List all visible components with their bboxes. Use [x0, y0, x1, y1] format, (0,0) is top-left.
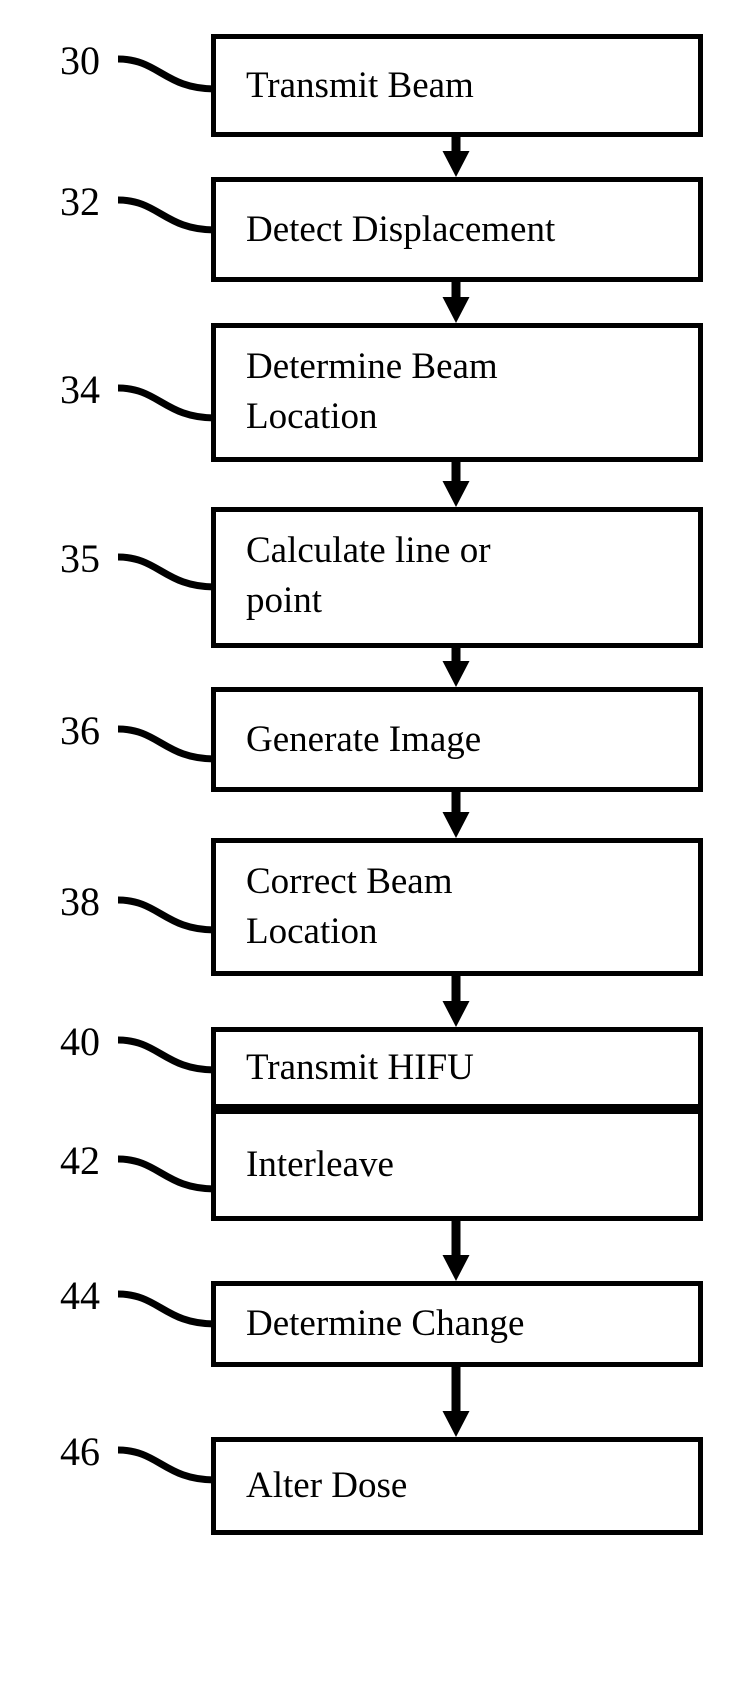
- flow-node-34: Determine Beam Location: [211, 323, 703, 462]
- flow-node-label-36: Generate Image: [246, 718, 482, 760]
- reference-numeral-32: 32: [60, 179, 100, 224]
- flow-node-46: Alter Dose: [211, 1437, 703, 1535]
- flow-node-label-32: Detect Displacement: [246, 208, 556, 250]
- reference-numeral-40: 40: [60, 1019, 100, 1064]
- flow-node-label-40: Transmit HIFU: [246, 1047, 474, 1089]
- flow-node-label-38: Correct Beam Location: [246, 861, 453, 952]
- reference-numeral-44: 44: [60, 1273, 100, 1318]
- flow-arrow-30-to-32: [442, 137, 470, 177]
- flow-node-label-35: Calculate line or point: [246, 530, 491, 621]
- flow-arrow-38-to-40: [442, 976, 470, 1027]
- flow-arrow-35-to-36: [442, 648, 470, 687]
- reference-numeral-34: 34: [60, 367, 100, 412]
- flow-node-35: Calculate line or point: [211, 507, 703, 648]
- reference-numeral-42: 42: [60, 1138, 100, 1183]
- flow-node-32: Detect Displacement: [211, 177, 703, 282]
- flow-arrow-34-to-35: [442, 462, 470, 507]
- leader-line-36: [118, 725, 215, 763]
- flow-arrow-44-to-46: [442, 1367, 470, 1437]
- reference-numeral-46: 46: [60, 1429, 100, 1474]
- flow-node-36: Generate Image: [211, 687, 703, 792]
- flow-arrow-36-to-38: [442, 792, 470, 838]
- flow-arrow-42-to-44: [442, 1221, 470, 1281]
- leader-line-40: [118, 1036, 215, 1074]
- flow-node-44: Determine Change: [211, 1281, 703, 1367]
- flow-node-label-44: Determine Change: [246, 1303, 525, 1345]
- flow-node-label-42: Interleave: [246, 1144, 394, 1186]
- reference-numeral-35: 35: [60, 536, 100, 581]
- leader-line-44: [118, 1290, 215, 1328]
- reference-numeral-36: 36: [60, 708, 100, 753]
- leader-line-34: [118, 384, 215, 422]
- reference-numeral-30: 30: [60, 38, 100, 83]
- leader-line-46: [118, 1446, 215, 1484]
- leader-line-38: [118, 896, 215, 934]
- leader-line-35: [118, 553, 215, 591]
- flow-node-38: Correct Beam Location: [211, 838, 703, 976]
- flow-node-30: Transmit Beam: [211, 34, 703, 137]
- leader-line-42: [118, 1155, 215, 1193]
- leader-line-32: [118, 196, 215, 234]
- leader-line-30: [118, 55, 215, 93]
- reference-numeral-38: 38: [60, 879, 100, 924]
- flow-arrow-32-to-34: [442, 282, 470, 323]
- flow-node-label-46: Alter Dose: [246, 1465, 408, 1507]
- flow-node-label-30: Transmit Beam: [246, 64, 474, 106]
- flow-node-40: Transmit HIFU: [211, 1027, 703, 1109]
- flow-node-label-34: Determine Beam Location: [246, 346, 498, 437]
- flow-node-42: Interleave: [211, 1109, 703, 1221]
